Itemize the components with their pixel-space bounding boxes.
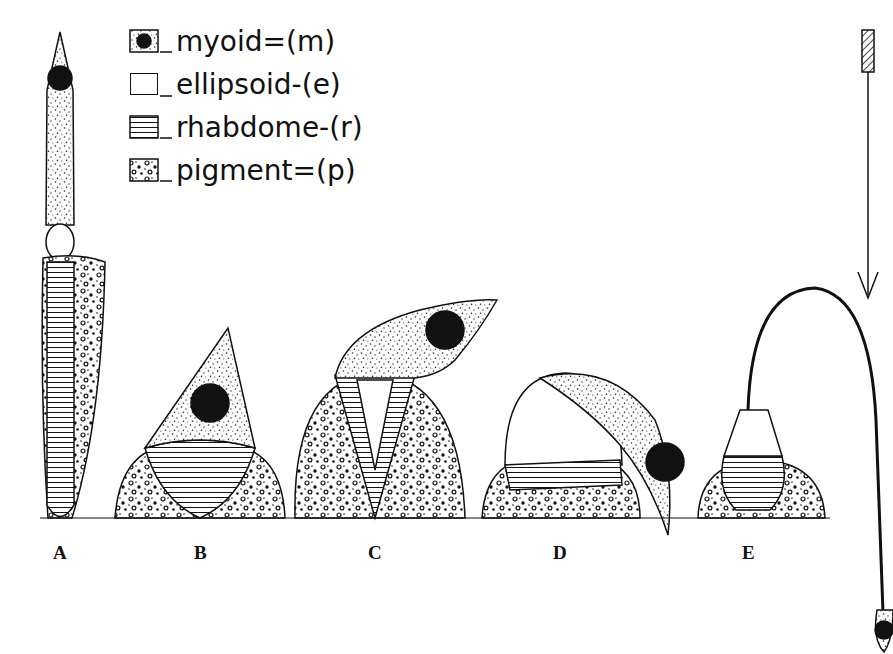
panel-label: D xyxy=(553,542,567,564)
panel-label: B xyxy=(194,542,207,564)
legend-swatch xyxy=(130,73,158,95)
legend-text: myoid=(m) xyxy=(176,26,335,58)
panel-label: C xyxy=(368,542,382,564)
panel-label: E xyxy=(742,542,755,564)
legend-text: ellipsoid-(e) xyxy=(176,69,341,101)
legend-samples xyxy=(130,30,172,181)
direction-arrow xyxy=(858,30,878,298)
legend-text: pigment=(p) xyxy=(176,155,356,187)
panel-label: A xyxy=(53,542,67,564)
cells xyxy=(40,32,893,652)
legend-text: rhabdome-(r) xyxy=(176,112,363,144)
